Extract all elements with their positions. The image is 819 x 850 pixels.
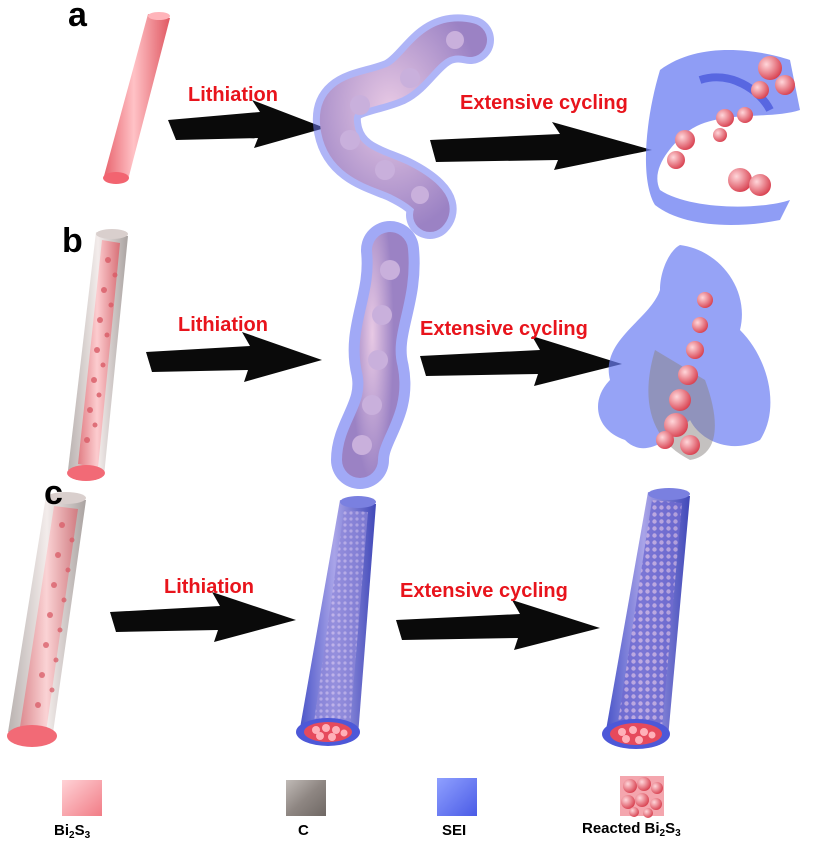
legend-swatch-carbon [286, 780, 326, 816]
pulverized-structure-a [645, 50, 800, 225]
extensive-cycling-label-b: Extensive cycling [420, 318, 588, 340]
lithiation-label-c: Lithiation [164, 576, 254, 598]
legend-swatch-reacted-bi2s3 [620, 776, 664, 818]
panel-a [103, 12, 800, 239]
lithiation-label-b: Lithiation [178, 314, 268, 336]
carbon-coated-nanorod-c [7, 492, 86, 747]
legend-text: Bi [54, 822, 69, 839]
legend-subscript: 2 [69, 830, 75, 841]
arrow-icon [430, 122, 652, 170]
legend-label-sei: SEI [442, 822, 467, 839]
legend-label-bi2s3: Bi2S3 [54, 822, 90, 841]
sei-coated-rod-c [296, 496, 376, 746]
lithiated-particle-chain-b [331, 221, 420, 489]
legend-swatch-sei [437, 778, 477, 816]
cycled-sei-rod-c [602, 488, 690, 749]
panel-c [7, 488, 690, 749]
legend-subscript: 3 [84, 830, 91, 841]
bi2s3-nanorod-a [103, 12, 170, 184]
arrow-icon [420, 336, 622, 386]
panel-b [67, 221, 771, 489]
legend-text: Bi [644, 820, 660, 837]
legend-subscript: 2 [659, 828, 666, 839]
legend-text: Reacted [582, 820, 645, 837]
legend-label-carbon: C [298, 822, 309, 839]
legend-text: S [665, 820, 676, 837]
extensive-cycling-label-c: Extensive cycling [400, 580, 568, 602]
arrow-icon [110, 592, 296, 642]
arrow-icon [168, 100, 325, 148]
legend-subscript: 3 [675, 828, 681, 839]
lithiated-particle-chain-a [312, 14, 494, 239]
carbon-coated-nanorod-b [67, 229, 128, 481]
arrow-icon [396, 600, 600, 650]
pulverized-structure-b [598, 245, 771, 460]
arrow-icon [146, 332, 322, 382]
panel-label-b: b [62, 222, 83, 260]
legend-label-reacted-bi2s3: Reacted Bi2S3 [582, 820, 681, 839]
lithiation-label-a: Lithiation [188, 84, 278, 106]
legend-text: S [74, 822, 85, 839]
panel-label-c: c [44, 474, 63, 512]
panel-label-a: a [68, 0, 87, 34]
extensive-cycling-label-a: Extensive cycling [460, 92, 628, 114]
legend-swatch-bi2s3 [62, 780, 102, 816]
